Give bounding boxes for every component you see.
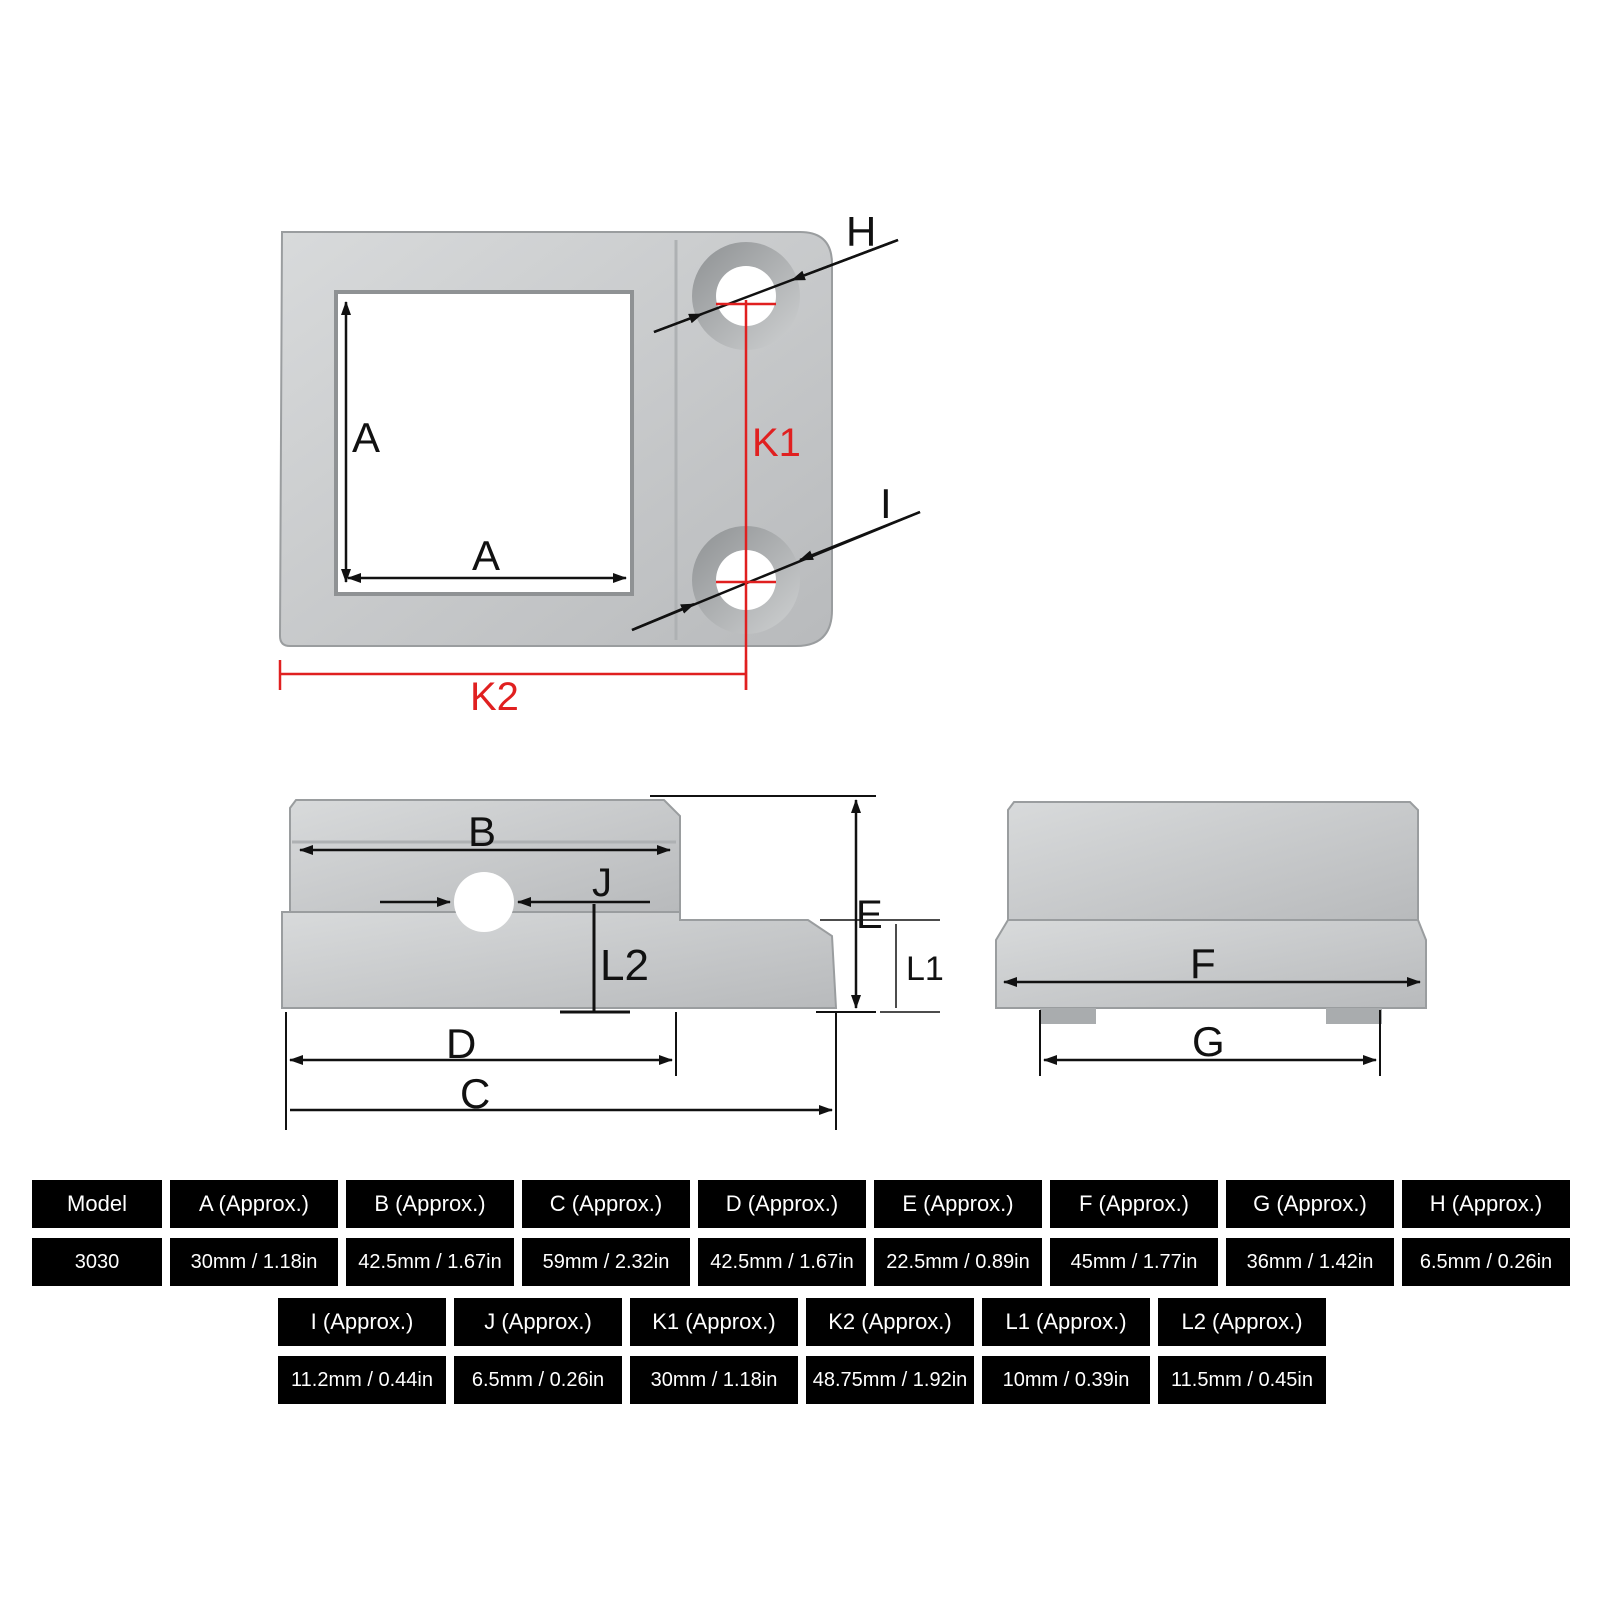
- label-g: G: [1192, 1018, 1225, 1065]
- header-j: J (Approx.): [454, 1298, 622, 1346]
- side-view: B J L2 E L1 D C: [281, 795, 944, 1130]
- front-view: F G: [995, 801, 1427, 1076]
- label-b: B: [468, 808, 496, 855]
- header-f: F (Approx.): [1050, 1180, 1218, 1228]
- header-c: C (Approx.): [522, 1180, 690, 1228]
- value-i: 11.2mm / 0.44in: [278, 1356, 446, 1404]
- value-a: 30mm / 1.18in: [170, 1238, 338, 1286]
- value-h: 6.5mm / 0.26in: [1402, 1238, 1570, 1286]
- header-l1: L1 (Approx.): [982, 1298, 1150, 1346]
- value-b: 42.5mm / 1.67in: [346, 1238, 514, 1286]
- dim-arrow-i-right: [799, 510, 921, 562]
- header-g: G (Approx.): [1226, 1180, 1394, 1228]
- label-e: E: [856, 893, 883, 937]
- header-i: I (Approx.): [278, 1298, 446, 1346]
- label-f: F: [1190, 940, 1216, 987]
- label-c: C: [460, 1070, 490, 1117]
- side-hole: [454, 872, 514, 932]
- label-a-vertical: A: [352, 414, 380, 461]
- header-e: E (Approx.): [874, 1180, 1042, 1228]
- value-e: 22.5mm / 0.89in: [874, 1238, 1042, 1286]
- front-foot-left: [1040, 1008, 1096, 1024]
- value-c: 59mm / 2.32in: [522, 1238, 690, 1286]
- header-h: H (Approx.): [1402, 1180, 1570, 1228]
- top-view: A A H I K1 K2: [278, 208, 921, 719]
- dim-arrow-h-left: [653, 312, 703, 334]
- side-base: [281, 911, 838, 1009]
- technical-drawing: A A H I K1 K2 B J L2 E L1 D C: [278, 208, 1427, 1130]
- value-f: 45mm / 1.77in: [1050, 1238, 1218, 1286]
- value-model: 3030: [32, 1238, 162, 1286]
- header-model: Model: [32, 1180, 162, 1228]
- label-i: I: [880, 480, 892, 527]
- label-j: J: [592, 861, 612, 905]
- value-g: 36mm / 1.42in: [1226, 1238, 1394, 1286]
- value-l2: 11.5mm / 0.45in: [1158, 1356, 1326, 1404]
- label-d: D: [446, 1020, 476, 1067]
- dim-arrow-h-right: [791, 238, 899, 282]
- value-k1: 30mm / 1.18in: [630, 1356, 798, 1404]
- header-b: B (Approx.): [346, 1180, 514, 1228]
- label-k1: K1: [752, 421, 801, 465]
- value-d: 42.5mm / 1.67in: [698, 1238, 866, 1286]
- value-j: 6.5mm / 0.26in: [454, 1356, 622, 1404]
- label-l1: L1: [906, 950, 944, 988]
- header-k1: K1 (Approx.): [630, 1298, 798, 1346]
- square-opening: [334, 290, 634, 596]
- label-a-horizontal: A: [472, 532, 500, 579]
- label-k2: K2: [470, 675, 519, 719]
- header-d: D (Approx.): [698, 1180, 866, 1228]
- value-l1: 10mm / 0.39in: [982, 1356, 1150, 1404]
- front-upper-block: [1007, 801, 1419, 921]
- header-a: A (Approx.): [170, 1180, 338, 1228]
- header-l2: L2 (Approx.): [1158, 1298, 1326, 1346]
- header-k2: K2 (Approx.): [806, 1298, 974, 1346]
- label-h: H: [846, 208, 876, 255]
- value-k2: 48.75mm / 1.92in: [806, 1356, 974, 1404]
- dim-arrow-i-left: [631, 602, 695, 632]
- label-l2: L2: [600, 941, 649, 990]
- front-foot-right: [1326, 1008, 1382, 1024]
